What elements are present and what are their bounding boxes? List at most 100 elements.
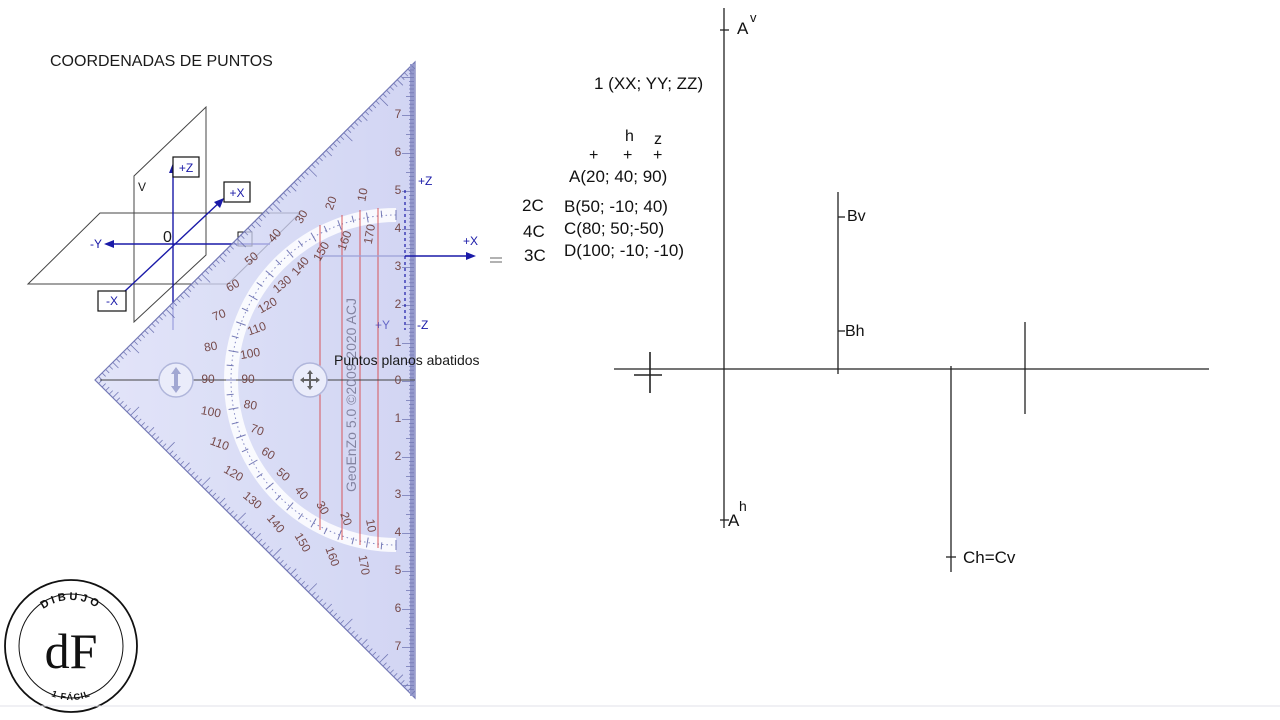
hypotenuse-tick <box>187 468 192 473</box>
inner-degree-label: 80 <box>243 397 259 413</box>
hypotenuse-tick <box>222 503 227 508</box>
hypotenuse-tick <box>219 497 226 504</box>
cm-label: 3 <box>395 487 402 501</box>
hypotenuse-tick <box>325 150 333 157</box>
hypotenuse-tick <box>126 347 131 353</box>
point-b-quadrant: 2C <box>522 196 544 215</box>
arc-tick <box>337 530 342 540</box>
cm-label: 1 <box>395 411 402 425</box>
hypotenuse-tick <box>336 139 341 144</box>
plus-x-label: +X <box>229 186 244 200</box>
plus-sign-1: + <box>589 147 598 164</box>
hypotenuse-tick <box>208 489 213 494</box>
hypotenuse-tick <box>180 294 185 300</box>
minus-y-label: -Y <box>90 237 102 251</box>
overlay-x-arrow-icon <box>466 252 476 260</box>
logo-monogram: dF <box>45 623 98 679</box>
hypotenuse-tick <box>130 406 140 416</box>
hypotenuse-tick <box>276 556 281 561</box>
h-header: h <box>625 128 634 145</box>
logo-outer-ring <box>4 579 138 713</box>
hypotenuse-tick <box>293 574 298 579</box>
hypotenuse-tick <box>204 485 210 490</box>
inner-degree-label: 60 <box>259 444 278 463</box>
hypotenuse-tick <box>123 404 128 409</box>
hypotenuse-tick <box>318 598 323 603</box>
cm-label: 7 <box>395 639 402 653</box>
arc-tick <box>337 220 342 230</box>
hypotenuse-ticks <box>98 65 416 695</box>
format-note: 1 (XX; YY; ZZ) <box>594 74 703 93</box>
hypotenuse-tick <box>368 648 373 653</box>
hypotenuse-tick <box>133 340 138 345</box>
hypotenuse-tick <box>343 618 353 628</box>
vertical-arrows-icon <box>171 367 181 393</box>
arc-tick <box>380 210 383 218</box>
hypotenuse-tick <box>123 351 128 356</box>
outer-degree-label: 110 <box>208 434 231 454</box>
arc-tick <box>256 473 263 478</box>
hypotenuse-tick <box>176 457 181 462</box>
hypotenuse-tick <box>194 475 199 480</box>
arc-tick <box>226 393 234 396</box>
x-axis-arrow-icon <box>214 198 224 208</box>
hypotenuse-tick <box>155 319 160 324</box>
hypotenuse-tick <box>329 609 334 614</box>
plus-z-label: +Z <box>179 161 193 175</box>
hypotenuse-tick <box>279 559 284 565</box>
overlay-axes: +X +Z -Z +Y <box>320 174 502 332</box>
hypotenuse-tick <box>151 432 156 437</box>
arc-tick <box>275 494 282 501</box>
hypotenuse-tick <box>396 674 404 681</box>
hypotenuse-tick <box>137 337 142 342</box>
hypotenuse-tick <box>386 665 391 671</box>
point-d-quadrant: 3C <box>524 246 546 265</box>
hypotenuse-tick <box>343 132 353 142</box>
tool-tooltip: Puntos planos abatidos <box>334 352 480 368</box>
hypotenuse-tick <box>176 298 181 303</box>
hypotenuse-tick <box>172 453 178 459</box>
arc-tick <box>236 321 246 326</box>
hypotenuse-tick <box>272 547 282 557</box>
dihedral-labels: A v A h Bv Bh Ch=Cv <box>728 10 1016 567</box>
arc-tick <box>265 482 274 490</box>
arc-tick <box>298 240 303 247</box>
arc-tick <box>228 349 239 353</box>
outer-degree-label: 10 <box>354 187 370 203</box>
hypotenuse-tick <box>108 365 114 370</box>
arc-tick <box>323 225 328 233</box>
hypotenuse-tick <box>254 220 261 227</box>
point-c-coords: C(80; 50;-50) <box>564 219 664 238</box>
outer-degree-label: 90 <box>201 372 215 386</box>
hypotenuse-tick <box>251 531 256 536</box>
hypotenuse-tick <box>133 415 138 420</box>
hypotenuse-tick <box>226 248 231 254</box>
cm-label: 2 <box>395 297 402 311</box>
hypotenuse-tick <box>98 376 103 381</box>
hypotenuse-tick <box>169 450 174 455</box>
hypotenuse-tick <box>286 566 291 572</box>
hypotenuse-tick <box>236 512 246 522</box>
hypotenuse-tick <box>190 284 195 289</box>
hypotenuse-tick <box>197 277 202 282</box>
minus-x-box <box>97 290 127 312</box>
outer-degree-label: 160 <box>322 545 342 569</box>
hypotenuse-tick <box>240 234 245 239</box>
arc-tick <box>380 542 383 550</box>
hypotenuse-tick <box>332 142 338 148</box>
inner-degree-label: 70 <box>249 421 267 439</box>
hypotenuse-tick <box>144 425 149 430</box>
arc-tick <box>265 270 274 278</box>
hypotenuse-tick <box>350 630 355 635</box>
hypotenuse-tick <box>386 89 391 95</box>
hypotenuse-tick <box>219 256 226 263</box>
hypotenuse-tick <box>240 521 245 526</box>
hypotenuse-tick <box>212 492 217 497</box>
arc-tick <box>228 407 239 411</box>
hypotenuse-tick <box>112 391 119 398</box>
hypotenuse-tick <box>340 619 345 625</box>
hypotenuse-tick <box>229 510 234 515</box>
hypotenuse-tick <box>340 135 345 141</box>
v-plane-label: V <box>138 180 146 194</box>
